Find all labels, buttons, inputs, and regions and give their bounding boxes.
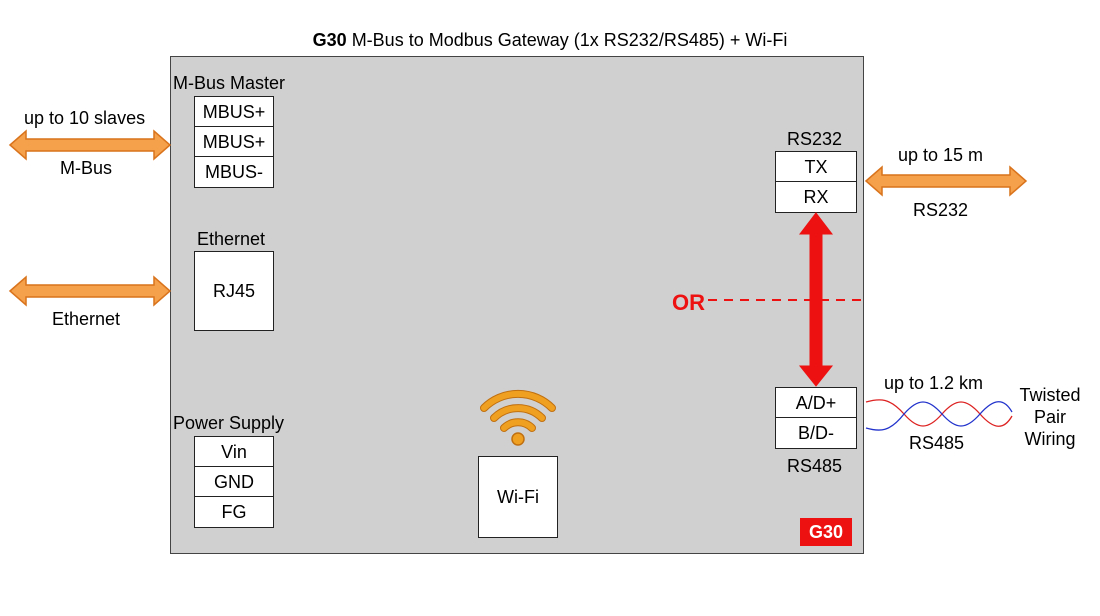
wifi-icon xyxy=(480,389,556,432)
twisted-pair-line-1: Twisted xyxy=(1019,385,1081,405)
wifi-label: Wi-Fi xyxy=(497,486,539,507)
rs232-arrow-top-label: up to 15 m xyxy=(898,145,984,165)
title-model: G30 xyxy=(312,30,347,50)
rs485-cable-top-label: up to 1.2 km xyxy=(884,373,984,393)
rs232-terminal-tx: TX xyxy=(776,152,856,182)
rs485-terminal-b: B/D- xyxy=(798,423,834,443)
rs232-arrow-bottom-label: RS232 xyxy=(913,200,969,220)
twisted-pair-wire xyxy=(865,399,1013,431)
wifi-module: Wi-Fi xyxy=(478,456,558,538)
twisted-pair-label: Twisted Pair Wiring xyxy=(1008,384,1092,450)
rs232-terminal-rx: RX xyxy=(803,187,829,207)
rs232-heading: RS232 xyxy=(787,129,843,149)
rj45-label: RJ45 xyxy=(212,280,256,301)
twisted-pair-line-3: Wiring xyxy=(1024,429,1076,449)
rs232-rs485-exclusive-arrow xyxy=(798,212,834,387)
ethernet-arrow-label: Ethernet xyxy=(52,309,121,329)
title-text: M-Bus to Modbus Gateway (1x RS232/RS485)… xyxy=(351,30,788,50)
ethernet-double-arrow xyxy=(8,275,172,307)
mbus-double-arrow xyxy=(8,129,172,161)
mbus-terminal-1: MBUS+ xyxy=(195,97,273,127)
diagram-title: G30 M-Bus to Modbus Gateway (1x RS232/RS… xyxy=(0,30,1100,51)
rs485-terminal-a: A/D+ xyxy=(776,388,856,418)
mbus-terminal-block: MBUS+ MBUS+ MBUS- xyxy=(194,96,274,188)
or-label: OR xyxy=(672,290,705,315)
power-terminal-vin: Vin xyxy=(195,437,273,467)
rs485-cable-bottom-label: RS485 xyxy=(909,433,965,453)
rs232-terminal-block: TX RX xyxy=(775,151,857,213)
rj45-port: RJ45 xyxy=(194,251,274,331)
mbus-arrow-bottom-label: M-Bus xyxy=(60,158,113,178)
power-heading: Power Supply xyxy=(173,413,285,433)
mbus-terminal-2: MBUS+ xyxy=(195,127,273,157)
wifi-icon-dot xyxy=(511,432,525,446)
twisted-pair-line-2: Pair xyxy=(1033,407,1066,427)
rs232-double-arrow xyxy=(864,165,1028,197)
power-terminal-gnd: GND xyxy=(195,467,273,497)
mbus-heading: M-Bus Master xyxy=(173,73,286,93)
power-terminal-fg: FG xyxy=(221,502,247,522)
mbus-terminal-3: MBUS- xyxy=(205,162,263,182)
power-terminal-block: Vin GND FG xyxy=(194,436,274,528)
model-badge: G30 xyxy=(800,518,852,546)
ethernet-heading: Ethernet xyxy=(197,229,266,249)
rs485-terminal-block: A/D+ B/D- xyxy=(775,387,857,449)
rs485-heading: RS485 xyxy=(787,456,843,476)
mbus-arrow-top-label: up to 10 slaves xyxy=(24,108,146,128)
